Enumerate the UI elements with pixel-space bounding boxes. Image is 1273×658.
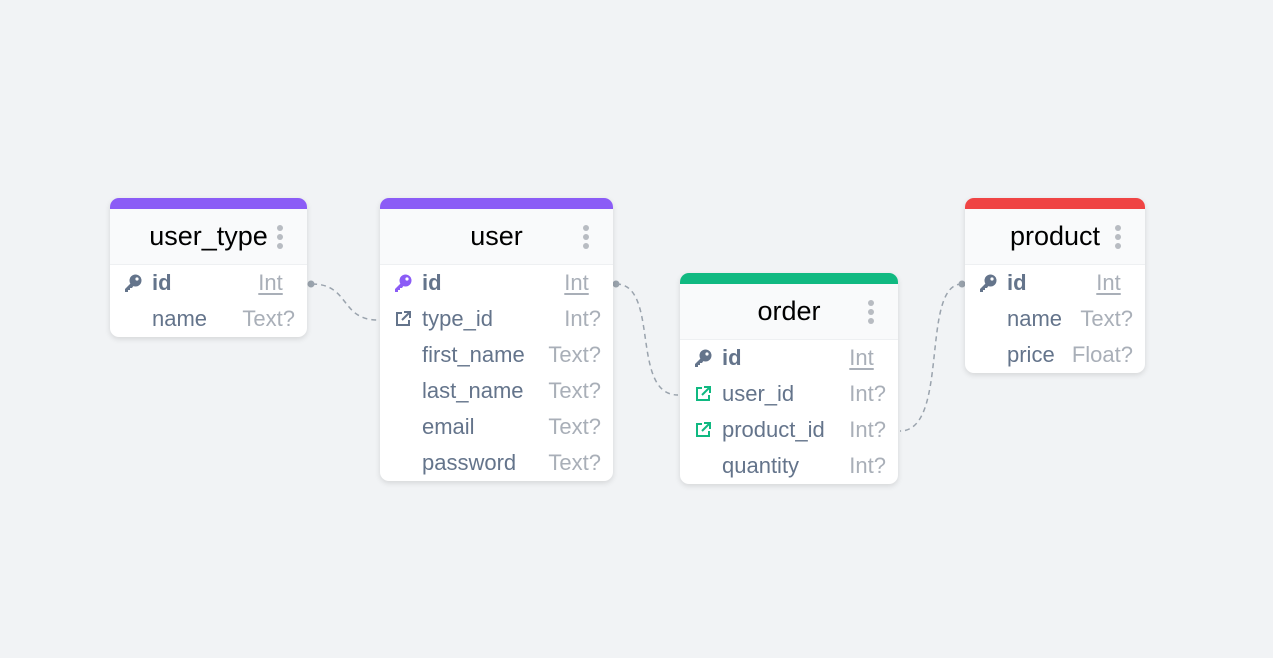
more-options-icon[interactable] bbox=[868, 300, 874, 324]
field-type: Text? bbox=[548, 342, 601, 367]
field-type: Int bbox=[564, 270, 589, 295]
field-type: Int? bbox=[849, 453, 886, 478]
table-header[interactable]: product bbox=[965, 209, 1145, 265]
table-color-bar bbox=[680, 273, 898, 284]
no-icon bbox=[392, 344, 414, 366]
key-icon bbox=[122, 272, 144, 294]
table-color-bar bbox=[380, 198, 613, 209]
table-color-bar bbox=[965, 198, 1145, 209]
table-header[interactable]: order bbox=[680, 284, 898, 340]
field-name: id bbox=[152, 270, 172, 295]
table-title: product bbox=[1009, 221, 1101, 251]
field-type: Float? bbox=[1071, 342, 1133, 367]
foreign-key-icon bbox=[392, 308, 414, 330]
field-name: quantity bbox=[722, 453, 800, 478]
field-name: product_id bbox=[722, 417, 825, 442]
field-name: price bbox=[1007, 342, 1055, 367]
table-title: user bbox=[470, 221, 523, 251]
field-row[interactable]: name Text? bbox=[110, 301, 307, 337]
more-options-icon[interactable] bbox=[583, 225, 589, 249]
field-name: id bbox=[1007, 270, 1027, 295]
table-user[interactable]: user id Int type_id Int? first_name Text… bbox=[380, 198, 613, 481]
field-row[interactable]: name Text? bbox=[965, 301, 1145, 337]
foreign-key-icon bbox=[692, 383, 714, 405]
no-icon bbox=[692, 455, 714, 477]
field-type: Text? bbox=[1080, 306, 1133, 331]
field-name: password bbox=[422, 450, 517, 475]
key-icon bbox=[392, 272, 414, 294]
field-type: Int bbox=[258, 270, 283, 295]
field-type: Int bbox=[1096, 270, 1121, 295]
field-type: Text? bbox=[548, 450, 601, 475]
field-type: Int? bbox=[849, 381, 886, 406]
table-order[interactable]: order id Int user_id Int? product_id Int… bbox=[680, 273, 898, 484]
field-row[interactable]: id Int bbox=[110, 265, 307, 301]
field-type: Int? bbox=[849, 417, 886, 442]
no-icon bbox=[122, 308, 144, 330]
table-title: user_type bbox=[149, 221, 268, 251]
field-row[interactable]: id Int bbox=[380, 265, 613, 301]
field-type: Text? bbox=[548, 414, 601, 439]
more-options-icon[interactable] bbox=[277, 225, 283, 249]
no-icon bbox=[977, 344, 999, 366]
relation-product-order bbox=[899, 283, 963, 432]
field-name: email bbox=[422, 414, 475, 439]
field-row[interactable]: password Text? bbox=[380, 445, 613, 481]
field-type: Int? bbox=[564, 306, 601, 331]
table-product[interactable]: product id Int name Text? price Float? bbox=[965, 198, 1145, 373]
no-icon bbox=[392, 380, 414, 402]
table-user_type[interactable]: user_type id Int name Text? bbox=[110, 198, 307, 337]
field-row[interactable]: user_id Int? bbox=[680, 376, 898, 412]
field-type: Text? bbox=[242, 306, 295, 331]
field-name: name bbox=[1007, 306, 1063, 331]
field-row[interactable]: type_id Int? bbox=[380, 301, 613, 337]
field-name: id bbox=[722, 345, 742, 370]
no-icon bbox=[392, 416, 414, 438]
field-row[interactable]: last_name Text? bbox=[380, 373, 613, 409]
field-name: user_id bbox=[722, 381, 795, 406]
field-type: Text? bbox=[548, 378, 601, 403]
field-name: name bbox=[152, 306, 208, 331]
table-title: order bbox=[757, 296, 821, 326]
field-name: first_name bbox=[422, 342, 525, 367]
field-row[interactable]: price Float? bbox=[965, 337, 1145, 373]
no-icon bbox=[392, 452, 414, 474]
field-name: last_name bbox=[422, 378, 524, 403]
field-row[interactable]: quantity Int? bbox=[680, 448, 898, 484]
key-icon bbox=[977, 272, 999, 294]
field-name: id bbox=[422, 270, 442, 295]
field-name: type_id bbox=[422, 306, 493, 331]
foreign-key-icon bbox=[692, 419, 714, 441]
relation-user_type-user bbox=[311, 283, 379, 321]
field-row[interactable]: product_id Int? bbox=[680, 412, 898, 448]
no-icon bbox=[977, 308, 999, 330]
more-options-icon[interactable] bbox=[1115, 225, 1121, 249]
key-icon bbox=[692, 347, 714, 369]
field-row[interactable]: id Int bbox=[680, 340, 898, 376]
table-header[interactable]: user_type bbox=[110, 209, 307, 265]
relation-user-order bbox=[615, 283, 679, 396]
field-row[interactable]: first_name Text? bbox=[380, 337, 613, 373]
table-color-bar bbox=[110, 198, 307, 209]
table-header[interactable]: user bbox=[380, 209, 613, 265]
field-type: Int bbox=[849, 345, 874, 370]
field-row[interactable]: email Text? bbox=[380, 409, 613, 445]
field-row[interactable]: id Int bbox=[965, 265, 1145, 301]
